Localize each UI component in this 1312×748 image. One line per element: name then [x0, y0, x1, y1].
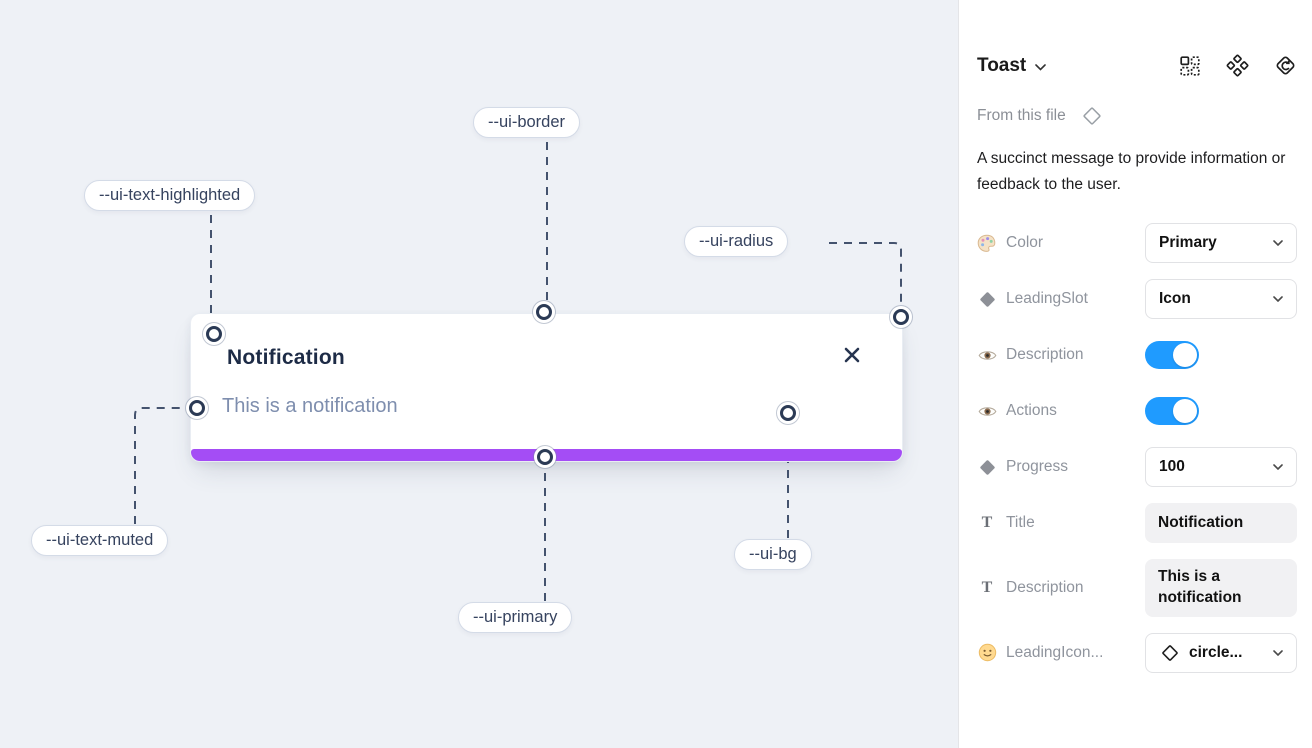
prop-label: Title: [1006, 514, 1035, 532]
connector-dot-text-highlighted: [206, 326, 222, 342]
toast-title: Notification: [227, 346, 345, 369]
palette-icon: [977, 234, 997, 253]
chevron-down-icon[interactable]: [1035, 58, 1047, 76]
text-icon: T: [981, 578, 993, 596]
prop-label: Color: [1006, 234, 1044, 252]
component-description: A succinct message to provide informatio…: [977, 150, 1286, 194]
prop-row-color: Color Primary: [977, 223, 1297, 264]
annotation-label-ui-border: --ui-border: [473, 107, 581, 138]
eye-icon: [977, 404, 997, 419]
toast-description: This is a notification: [222, 395, 398, 417]
leadingslot-dropdown[interactable]: Icon: [1145, 279, 1297, 320]
dropdown-value: Primary: [1159, 234, 1217, 252]
dropdown-value: circle...: [1189, 643, 1243, 661]
prop-row-description-toggle: Description: [977, 335, 1297, 375]
annotation-label-ui-primary: --ui-primary: [458, 602, 573, 633]
prop-label: LeadingSlot: [1006, 290, 1088, 308]
close-icon[interactable]: [842, 346, 862, 366]
prop-label: LeadingIcon...: [1006, 643, 1104, 661]
toast-component: Notification This is a notification: [190, 313, 903, 462]
prop-label: Progress: [1006, 458, 1069, 476]
eye-icon: [977, 348, 997, 363]
annotation-label-ui-text-muted: --ui-text-muted: [31, 525, 169, 556]
source-label: From this file: [977, 107, 1066, 124]
prop-row-title: T Title Notification: [977, 503, 1297, 544]
chevron-down-icon: [1273, 650, 1283, 656]
chevron-down-icon: [1273, 240, 1283, 247]
prop-label: Description: [1006, 346, 1084, 364]
component-icon[interactable]: [1226, 54, 1249, 77]
design-canvas: Notification This is a notification --ui…: [0, 0, 958, 748]
apply-instance-icon[interactable]: [1178, 54, 1201, 77]
annotation-label-ui-bg: --ui-bg: [734, 539, 812, 570]
description-toggle[interactable]: [1145, 341, 1199, 370]
connector-dot-radius: [893, 309, 909, 325]
prop-row-actions-toggle: Actions: [977, 391, 1297, 431]
dropdown-value: 100: [1159, 458, 1185, 476]
annotation-label-ui-text-highlighted: --ui-text-highlighted: [84, 180, 256, 211]
panel-header: Toast: [977, 54, 1297, 77]
connector-dot-bg: [780, 405, 796, 421]
dropdown-value: Icon: [1159, 290, 1191, 308]
annotation-label-ui-radius: --ui-radius: [684, 226, 789, 257]
color-dropdown[interactable]: Primary: [1145, 223, 1297, 264]
prop-row-progress: Progress 100: [977, 447, 1297, 488]
title-field[interactable]: Notification: [1145, 503, 1297, 544]
prop-label: Actions: [1006, 402, 1057, 420]
prop-label: Description: [1006, 578, 1084, 596]
diamond-outline-icon: [1159, 642, 1181, 664]
actions-toggle[interactable]: [1145, 397, 1199, 426]
connector-dot-primary: [537, 449, 553, 465]
smiley-icon: [977, 643, 997, 662]
component-source: From this file: [977, 103, 1297, 129]
prop-row-leadingicon: LeadingIcon... circle...: [977, 632, 1297, 673]
diamond-outline-icon: [1079, 103, 1105, 129]
diamond-icon: [977, 291, 997, 307]
diamond-icon: [977, 459, 997, 475]
connector-dot-text-muted: [189, 400, 205, 416]
prop-row-description-text: T Description This is a notification: [977, 559, 1297, 617]
leadingicon-dropdown[interactable]: circle...: [1145, 632, 1297, 673]
text-icon: T: [981, 514, 993, 532]
chevron-down-icon: [1273, 296, 1283, 303]
progress-dropdown[interactable]: 100: [1145, 447, 1297, 488]
connector-dot-border: [536, 304, 552, 320]
chevron-down-icon: [1273, 464, 1283, 471]
swap-instance-icon[interactable]: [1274, 54, 1297, 77]
prop-row-leadingslot: LeadingSlot Icon: [977, 279, 1297, 320]
properties-panel: Toast: [958, 0, 1312, 748]
description-field[interactable]: This is a notification: [1145, 559, 1297, 617]
component-title: Toast: [977, 54, 1027, 76]
